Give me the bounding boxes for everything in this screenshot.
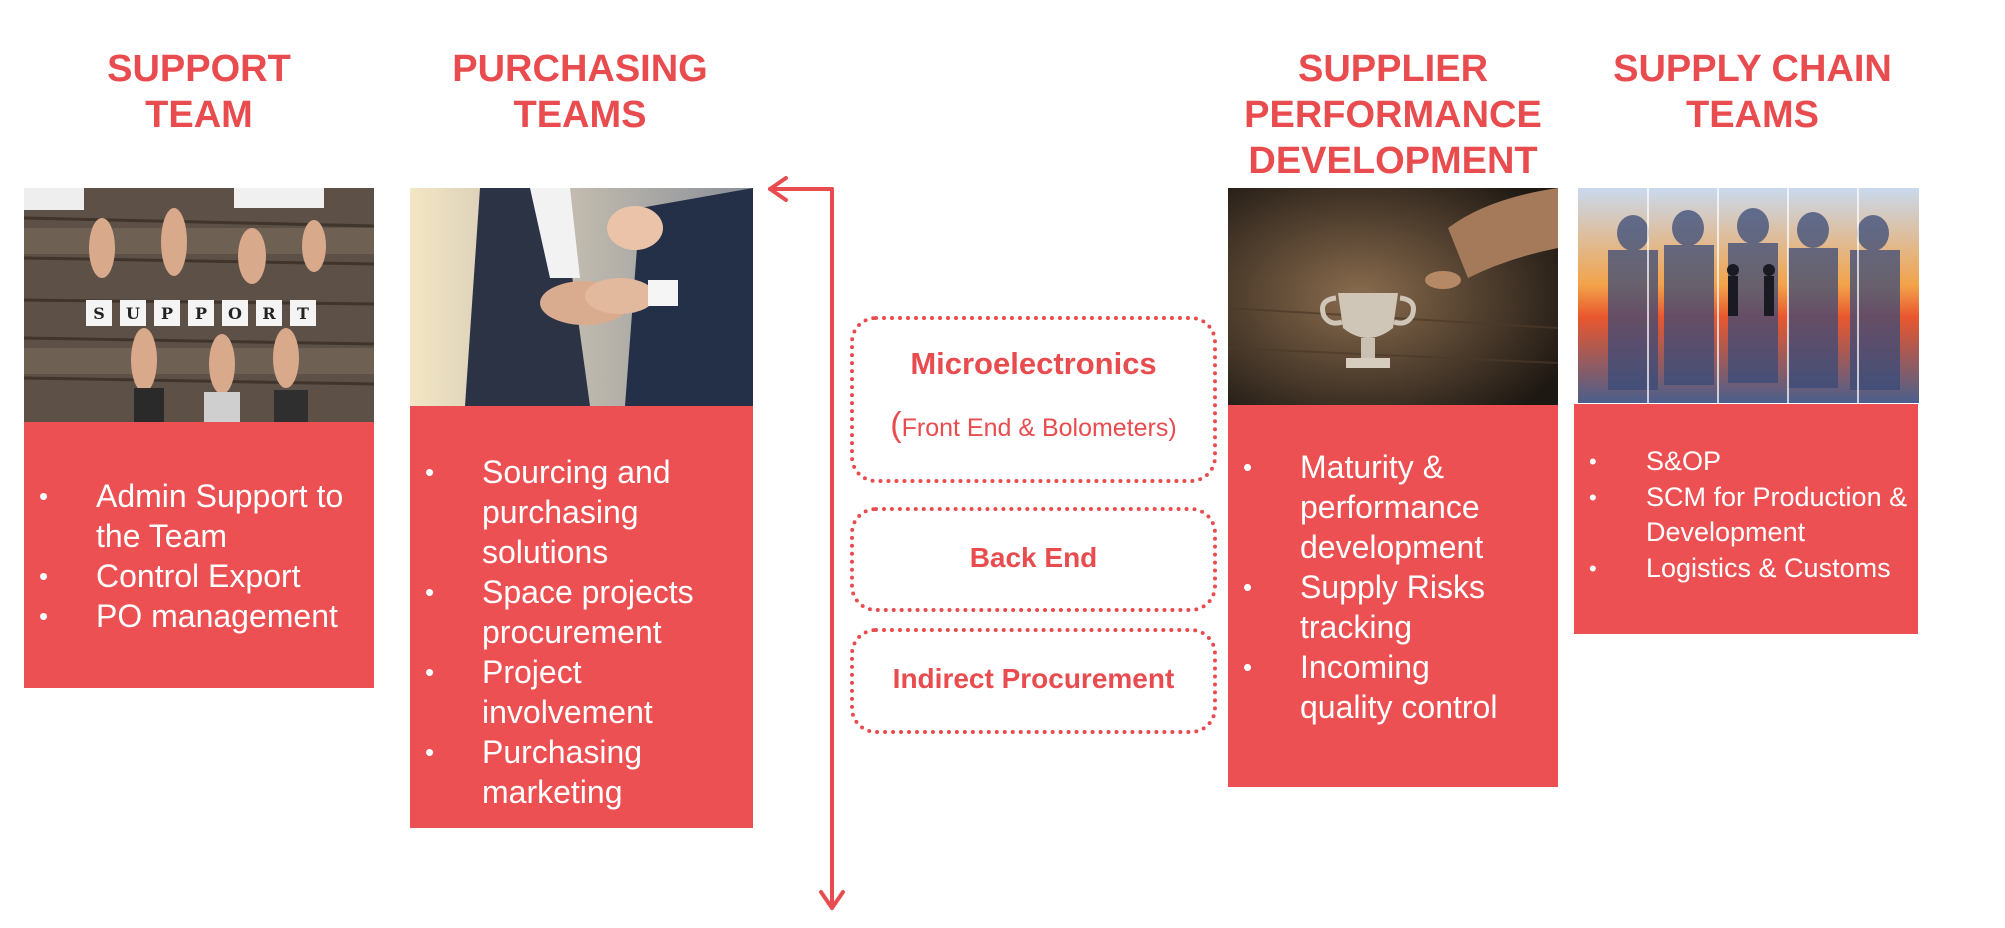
letter-tile: S <box>86 300 112 326</box>
support-photo: S U P P O R T <box>24 188 374 422</box>
list-item: Incoming quality control <box>1243 647 1518 727</box>
back-end-box: Back End <box>850 507 1217 612</box>
letter-tile: R <box>256 300 282 326</box>
microelectronics-box: Microelectronics (Front End & Bolometers… <box>850 316 1217 483</box>
purchasing-teams-list: Sourcing and purchasing solutions Space … <box>410 406 753 812</box>
letter-tile: P <box>154 300 180 326</box>
support-team-panel: Admin Support to the Team Control Export… <box>24 422 374 688</box>
list-item: S&OP <box>1589 444 1908 480</box>
supplier-performance-photo <box>1228 188 1558 405</box>
supplier-performance-list: Maturity & performance development Suppl… <box>1228 405 1558 727</box>
support-team-title: SUPPORT TEAM <box>107 48 291 136</box>
support-letter-tiles: S U P P O R T <box>86 300 316 326</box>
purchasing-teams-title: PURCHASING TEAMS <box>452 48 708 136</box>
letter-tile: P <box>188 300 214 326</box>
letter-tile: O <box>222 300 248 326</box>
supply-chain-photo <box>1578 188 1919 403</box>
list-item: Sourcing and purchasing solutions <box>425 452 713 572</box>
back-end-label: Back End <box>969 542 1098 573</box>
list-item: PO management <box>39 596 364 636</box>
list-item: Purchasing marketing <box>425 732 713 812</box>
indirect-procurement-label: Indirect Procurement <box>892 663 1175 694</box>
supply-chain-list: S&OP SCM for Production & Development Lo… <box>1574 404 1918 586</box>
supplier-performance-title: SUPPLIER PERFORMANCE DEVELOPMENT <box>1244 48 1542 182</box>
microelectronics-label: Microelectronics <box>910 346 1157 381</box>
supply-chain-panel: S&OP SCM for Production & Development Lo… <box>1574 404 1918 634</box>
support-team-list: Admin Support to the Team Control Export… <box>24 422 374 636</box>
list-item: Admin Support to the Team <box>39 476 364 556</box>
purchasing-photo <box>410 188 753 406</box>
microelectronics-detail: (Front End & Bolometers) <box>854 406 1213 445</box>
list-item: Supply Risks tracking <box>1243 567 1518 647</box>
microelectronics-detail-text: Front End & Bolometers) <box>901 414 1177 442</box>
list-item: Space projects procurement <box>425 572 713 652</box>
supplier-performance-panel: Maturity & performance development Suppl… <box>1228 405 1558 787</box>
list-item: Project involvement <box>425 652 713 732</box>
supply-chain-teams-title: SUPPLY CHAIN TEAMS <box>1613 48 1892 136</box>
list-item: SCM for Production & Development <box>1589 480 1908 551</box>
letter-tile: U <box>120 300 146 326</box>
list-item: Logistics & Customs <box>1589 551 1908 587</box>
microelectronics-paren: ( <box>890 406 902 444</box>
indirect-procurement-box: Indirect Procurement <box>850 628 1217 734</box>
purchasing-teams-panel: Sourcing and purchasing solutions Space … <box>410 406 753 828</box>
list-item: Control Export <box>39 556 364 596</box>
letter-tile: T <box>290 300 316 326</box>
list-item: Maturity & performance development <box>1243 447 1518 567</box>
